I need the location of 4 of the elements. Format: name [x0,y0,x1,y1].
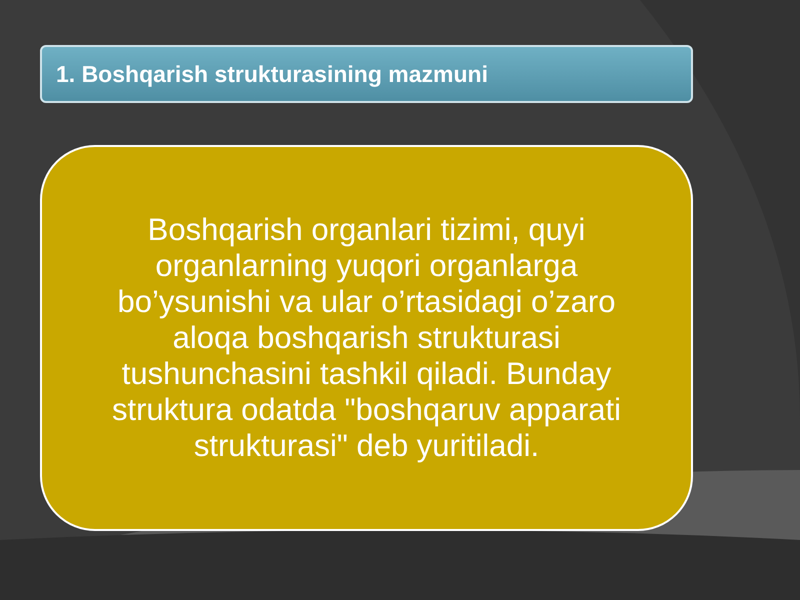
heading-text: 1. Boshqarish strukturasining mazmuni [56,60,488,88]
body-text: Boshqarish organlari tizimi, quyi organlarning yuqori organlarga bo’ysunishi va ular o’rtasidagi o’zaro aloqa boshqarish strukturasi tushunchasini tashkil qiladi. Bunday struktura odatda "boshqaruv apparati strukturasi" deb yuritiladi. [110,212,622,464]
text-panel [40,145,693,531]
title-banner [40,45,693,103]
